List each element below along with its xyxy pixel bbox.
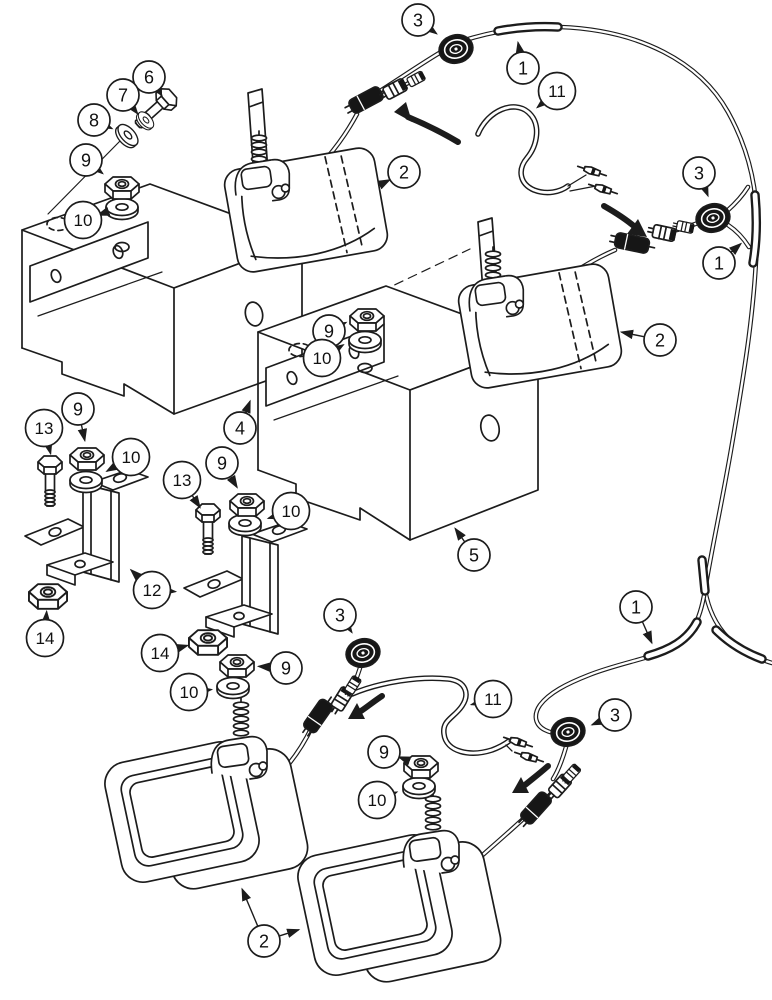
svg-text:4: 4 [235, 418, 245, 438]
svg-text:14: 14 [36, 629, 55, 648]
svg-text:2: 2 [655, 330, 665, 350]
svg-text:11: 11 [548, 82, 566, 101]
callout-10: 10 [105, 437, 151, 477]
svg-text:10: 10 [180, 683, 199, 702]
svg-text:9: 9 [81, 150, 91, 170]
callout-10: 10 [169, 672, 214, 712]
callout-11: 11 [469, 679, 513, 719]
callout-2: 2 [377, 155, 421, 190]
callout-12: 12 [129, 568, 178, 610]
svg-text:3: 3 [413, 10, 423, 30]
callout-11: 11 [535, 71, 577, 111]
callout-3: 3 [323, 598, 357, 634]
callout-9: 9 [61, 392, 95, 443]
svg-text:10: 10 [122, 448, 141, 467]
callout-5: 5 [454, 527, 491, 572]
callout-10: 10 [302, 338, 345, 378]
callout-1: 1 [506, 40, 540, 85]
mounting-box-right [257, 285, 539, 541]
callout-13: 13 [24, 408, 64, 456]
callout-10: 10 [63, 200, 111, 240]
callout-4: 4 [223, 399, 257, 445]
callout-9: 9 [367, 735, 412, 769]
callout-14: 14 [25, 609, 65, 658]
work-lamp-rear-left [222, 131, 390, 274]
svg-text:9: 9 [324, 321, 334, 341]
work-lamp-front-left [99, 697, 313, 904]
callout-8: 8 [77, 103, 114, 137]
svg-text:10: 10 [74, 211, 93, 230]
callout-14: 14 [140, 633, 190, 673]
callout-13: 13 [162, 460, 202, 509]
svg-text:9: 9 [281, 658, 291, 678]
svg-text:9: 9 [379, 742, 389, 762]
svg-text:13: 13 [35, 419, 54, 438]
callout-9: 9 [205, 446, 239, 489]
svg-text:1: 1 [714, 253, 724, 273]
callout-3: 3 [682, 156, 716, 198]
work-lamp-front-right [292, 791, 506, 997]
callout-2: 2 [241, 887, 301, 958]
direction-arrow-icon [358, 114, 638, 788]
svg-text:2: 2 [259, 931, 269, 951]
callout-3: 3 [401, 3, 438, 37]
svg-text:11: 11 [484, 690, 502, 709]
svg-text:12: 12 [143, 581, 162, 600]
svg-text:8: 8 [89, 110, 99, 130]
svg-text:6: 6 [144, 67, 154, 87]
callout-1: 1 [619, 590, 653, 645]
svg-text:1: 1 [518, 58, 528, 78]
svg-text:3: 3 [610, 705, 620, 725]
svg-text:3: 3 [694, 163, 704, 183]
svg-text:1: 1 [631, 597, 641, 617]
svg-text:10: 10 [313, 349, 332, 368]
svg-text:14: 14 [151, 644, 170, 663]
svg-text:13: 13 [173, 471, 192, 490]
svg-text:7: 7 [118, 85, 128, 105]
svg-text:10: 10 [368, 791, 387, 810]
callout-2: 2 [619, 323, 677, 357]
direction-arrow-heads [348, 102, 647, 793]
jumper-wire-top [475, 104, 597, 196]
svg-text:3: 3 [335, 605, 345, 625]
callout-10: 10 [266, 491, 311, 531]
callout-1: 1 [702, 242, 743, 280]
callout-9: 9 [256, 651, 303, 685]
wiring-harness [459, 21, 772, 736]
callout-10: 10 [357, 780, 399, 820]
svg-text:2: 2 [399, 162, 409, 182]
callout-9: 9 [69, 143, 104, 177]
callout-3: 3 [590, 698, 632, 732]
callout-6: 6 [132, 60, 166, 97]
svg-text:9: 9 [217, 453, 227, 473]
svg-text:9: 9 [73, 399, 83, 419]
callout-7: 7 [106, 78, 140, 115]
svg-text:5: 5 [469, 545, 479, 565]
svg-text:10: 10 [282, 502, 301, 521]
